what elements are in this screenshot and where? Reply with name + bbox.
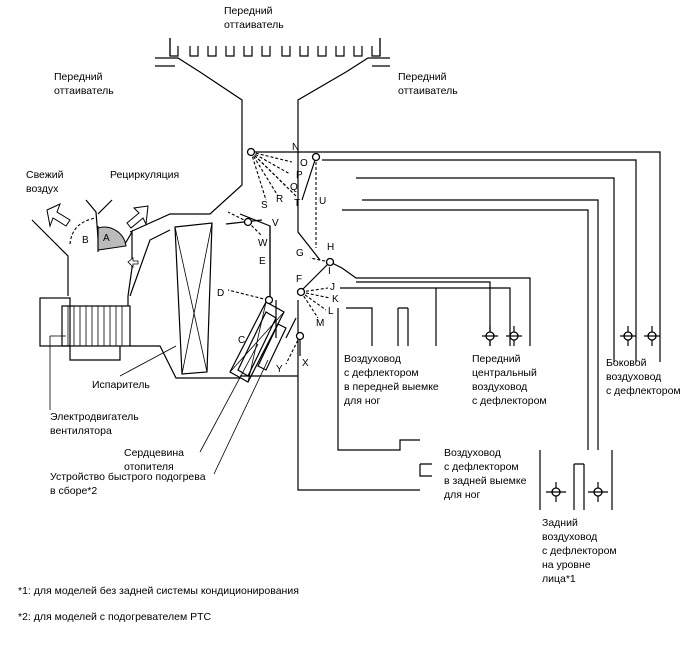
damper-i-label: I: [328, 266, 331, 277]
damper-a-label: A: [103, 233, 110, 244]
damper-d-label: D: [217, 288, 224, 299]
damper-pivot-f: [296, 287, 306, 297]
footnotes: *1: для моделей без задней системы конди…: [18, 585, 299, 623]
damper-b-label: B: [82, 235, 89, 246]
rear-foot-duct-label: Воздуховод с дефлектором в задней выемке…: [444, 447, 529, 501]
damper-l-label: L: [328, 306, 334, 317]
outlet-ducts: [250, 151, 661, 510]
blower-motor-label: Электродвигатель вентилятора: [50, 411, 142, 437]
damper-y-label: Y: [276, 364, 283, 375]
front-defroster-left-label: Передний оттаиватель: [54, 71, 114, 97]
damper-m-label: M: [316, 318, 324, 329]
damper-h-label: H: [327, 242, 334, 253]
small-arrow-icon: [127, 257, 139, 268]
blower-motor: [39, 296, 240, 379]
damper-x-label: X: [302, 358, 309, 369]
recirculation-arrow-icon: [126, 205, 149, 229]
side-duct-label: Боковой воздуховод с дефлектором: [606, 357, 681, 397]
deflector-icon-side-2: [644, 326, 660, 346]
damper-r-label: R: [276, 194, 283, 205]
recirculation-label: Рециркуляция: [110, 169, 179, 181]
footnote-2: *2: для моделей с подогревателем PTC: [18, 611, 212, 623]
damper-pivot-top: [246, 147, 256, 157]
damper-w-label: W: [258, 238, 268, 249]
damper-g-label: G: [296, 248, 304, 259]
damper-v-label: V: [272, 218, 279, 229]
damper-k-label: K: [332, 294, 339, 305]
dampers: [225, 147, 335, 365]
fresh-air-arrow-icon: [46, 203, 71, 228]
deflector-icon-side-1: [620, 326, 636, 346]
damper-letters: A B C D E F G H I J K L M N O P Q R S T …: [82, 142, 339, 375]
damper-pivot-h: [325, 257, 335, 267]
leader-lines: [49, 335, 269, 475]
rear-face-duct-label: Задний воздуховод с дефлектором на уровн…: [542, 517, 620, 585]
damper-pivot-x: [295, 331, 305, 341]
damper-u-label: U: [319, 196, 326, 207]
deflector-icon-front-center-1: [482, 326, 498, 346]
heater-core-label: Сердцевина отопителя: [124, 447, 187, 473]
fresh-air-label: Свежий воздух: [26, 169, 66, 195]
front-defroster-right-label: Передний оттаиватель: [398, 71, 458, 97]
component-labels: Передний оттаиватель Передний оттаивател…: [26, 5, 681, 585]
damper-n-label: N: [292, 142, 299, 153]
evaporator-label: Испаритель: [92, 379, 150, 391]
deflector-icon-rear-2: [588, 482, 608, 502]
damper-e-label: E: [259, 256, 266, 267]
damper-pivot-v: [243, 217, 253, 227]
damper-q-label: Q: [290, 182, 298, 193]
hvac-housing: [239, 148, 420, 491]
air-intake: [31, 199, 149, 297]
quick-heater-label: Устройство быстрого подогрева в сборе*2: [50, 471, 209, 497]
front-center-duct-label: Передний центральный воздуховод с дефлек…: [472, 353, 547, 407]
deflector-icon-front-center-2: [506, 326, 522, 346]
footnote-1: *1: для моделей без задней системы конди…: [18, 585, 299, 597]
front-defroster-top-label: Передний оттаиватель: [224, 5, 284, 31]
damper-j-label: J: [330, 282, 335, 293]
damper-p-label: P: [296, 170, 303, 181]
damper-c-label: C: [238, 335, 245, 346]
front-foot-duct-label: Воздуховод с дефлектором в передней выем…: [344, 353, 442, 407]
evaporator: [129, 222, 213, 375]
quick-heater-unit: [257, 323, 287, 371]
damper-pivot-u: [311, 152, 321, 162]
damper-t-label: T: [294, 198, 300, 209]
damper-o-label: O: [300, 158, 308, 169]
damper-pivot-d: [264, 295, 274, 305]
front-defroster-outlet: [129, 38, 390, 233]
damper-f-label: F: [296, 274, 302, 285]
deflector-icon-rear-1: [546, 482, 566, 502]
damper-s-label: S: [261, 200, 268, 211]
